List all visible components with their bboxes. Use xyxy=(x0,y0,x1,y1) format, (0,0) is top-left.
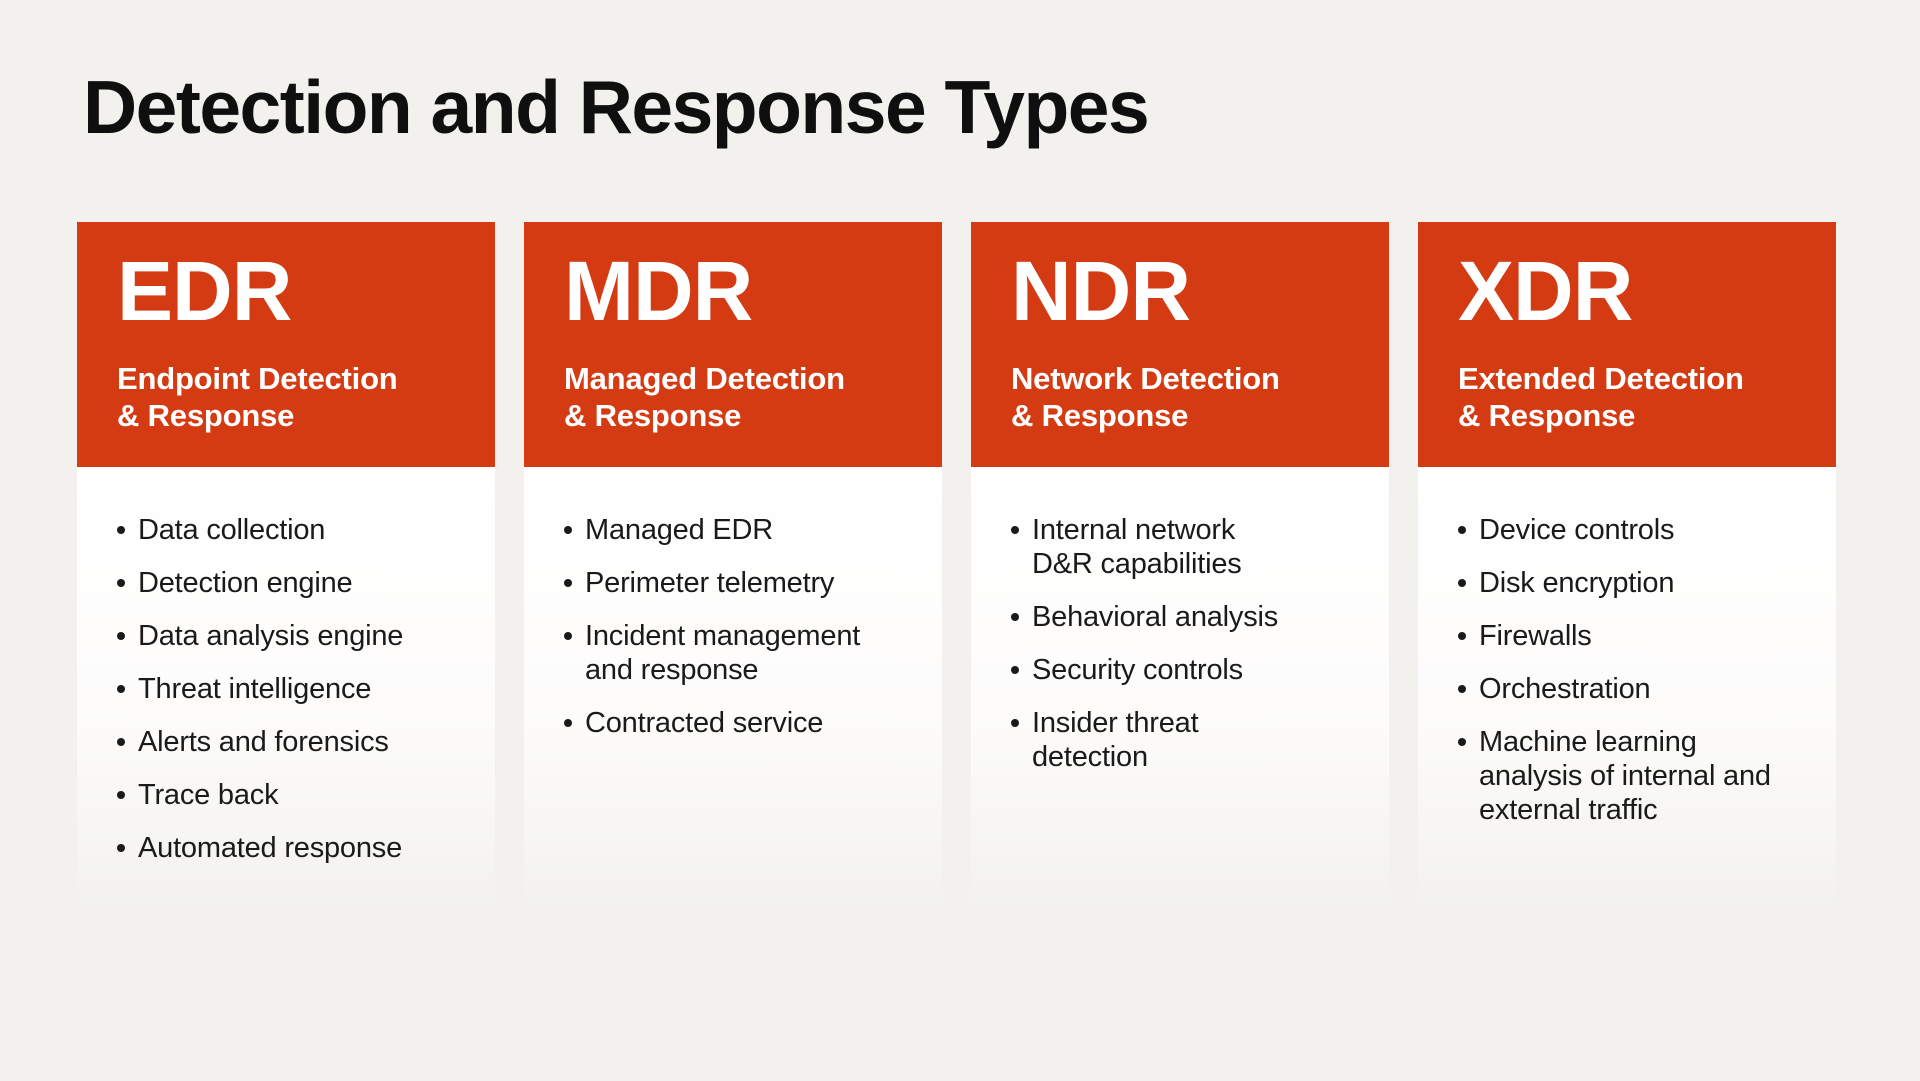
card-xdr-bullet-list: Device controls Disk encryption Firewall… xyxy=(1458,513,1806,827)
list-item: Machine learning analysis of internal an… xyxy=(1458,725,1806,827)
list-item-text: Contracted service xyxy=(585,707,824,739)
card-xdr-body: Device controls Disk encryption Firewall… xyxy=(1418,467,1836,909)
list-item: Perimeter telemetry xyxy=(564,566,912,600)
card-edr-acronym: EDR xyxy=(117,244,292,338)
list-item-text: Automated response xyxy=(138,832,403,864)
page-title: Detection and Response Types xyxy=(83,65,1150,149)
cards-row: EDR Endpoint Detection & Response Data c… xyxy=(77,222,1836,909)
card-edr-header: EDR Endpoint Detection & Response xyxy=(77,222,495,467)
list-item: Orchestration xyxy=(1458,672,1806,706)
bullet-icon xyxy=(1011,526,1019,534)
card-edr-bullet-list: Data collection Detection engine Data an… xyxy=(117,513,465,865)
bullet-icon xyxy=(117,685,125,693)
bullet-icon xyxy=(564,526,572,534)
card-mdr-bullet-list: Managed EDR Perimeter telemetry Incident… xyxy=(564,513,912,740)
bullet-icon xyxy=(117,526,125,534)
list-item-text: Machine learning analysis of internal an… xyxy=(1479,726,1771,826)
bullet-icon xyxy=(1011,613,1019,621)
list-item: Incident management and response xyxy=(564,619,912,687)
bullet-icon xyxy=(1458,526,1466,534)
list-item: Trace back xyxy=(117,778,465,812)
bullet-icon xyxy=(117,844,125,852)
list-item-text: Security controls xyxy=(1032,654,1243,686)
list-item-text: Device controls xyxy=(1479,514,1675,546)
list-item: Automated response xyxy=(117,831,465,865)
card-ndr-body: Internal network D&R capabilities Behavi… xyxy=(971,467,1389,909)
list-item: Device controls xyxy=(1458,513,1806,547)
list-item: Disk encryption xyxy=(1458,566,1806,600)
list-item: Data analysis engine xyxy=(117,619,465,653)
bullet-icon xyxy=(117,738,125,746)
bullet-icon xyxy=(1011,666,1019,674)
card-ndr-acronym: NDR xyxy=(1011,244,1191,338)
bullet-icon xyxy=(117,632,125,640)
list-item: Insider threat detection xyxy=(1011,706,1359,774)
card-mdr-acronym: MDR xyxy=(564,244,753,338)
list-item: Detection engine xyxy=(117,566,465,600)
card-xdr-subtitle: Extended Detection & Response xyxy=(1458,361,1744,433)
list-item-text: Data collection xyxy=(138,514,326,546)
list-item-text: Trace back xyxy=(138,779,279,811)
card-edr-body: Data collection Detection engine Data an… xyxy=(77,467,495,909)
bullet-icon xyxy=(117,579,125,587)
card-ndr-subtitle: Network Detection & Response xyxy=(1011,361,1280,433)
list-item-text: Firewalls xyxy=(1479,620,1592,652)
card-xdr: XDR Extended Detection & Response Device… xyxy=(1418,222,1836,909)
list-item-text: Orchestration xyxy=(1479,673,1651,705)
card-ndr: NDR Network Detection & Response Interna… xyxy=(971,222,1389,909)
card-edr: EDR Endpoint Detection & Response Data c… xyxy=(77,222,495,909)
card-mdr-header: MDR Managed Detection & Response xyxy=(524,222,942,467)
card-mdr: MDR Managed Detection & Response Managed… xyxy=(524,222,942,909)
list-item-text: Threat intelligence xyxy=(138,673,372,705)
list-item: Data collection xyxy=(117,513,465,547)
list-item-text: Perimeter telemetry xyxy=(585,567,835,599)
card-xdr-header: XDR Extended Detection & Response xyxy=(1418,222,1836,467)
card-ndr-bullet-list: Internal network D&R capabilities Behavi… xyxy=(1011,513,1359,774)
bullet-icon xyxy=(117,791,125,799)
list-item-text: Alerts and forensics xyxy=(138,726,389,758)
list-item: Firewalls xyxy=(1458,619,1806,653)
bullet-icon xyxy=(564,719,572,727)
list-item-text: Disk encryption xyxy=(1479,567,1675,599)
list-item: Security controls xyxy=(1011,653,1359,687)
bullet-icon xyxy=(1458,632,1466,640)
list-item-text: Data analysis engine xyxy=(138,620,404,652)
list-item-text: Behavioral analysis xyxy=(1032,601,1279,633)
card-mdr-body: Managed EDR Perimeter telemetry Incident… xyxy=(524,467,942,909)
list-item: Contracted service xyxy=(564,706,912,740)
list-item: Internal network D&R capabilities xyxy=(1011,513,1359,581)
list-item-text: Incident management and response xyxy=(585,620,861,686)
card-mdr-subtitle: Managed Detection & Response xyxy=(564,361,845,433)
card-xdr-acronym: XDR xyxy=(1458,244,1633,338)
bullet-icon xyxy=(1011,719,1019,727)
list-item: Alerts and forensics xyxy=(117,725,465,759)
list-item-text: Managed EDR xyxy=(585,514,774,546)
list-item-text: Internal network D&R capabilities xyxy=(1032,514,1242,580)
list-item-text: Insider threat detection xyxy=(1032,707,1199,773)
list-item-text: Detection engine xyxy=(138,567,353,599)
list-item: Behavioral analysis xyxy=(1011,600,1359,634)
bullet-icon xyxy=(1458,579,1466,587)
list-item: Managed EDR xyxy=(564,513,912,547)
bullet-icon xyxy=(564,579,572,587)
card-ndr-header: NDR Network Detection & Response xyxy=(971,222,1389,467)
bullet-icon xyxy=(1458,685,1466,693)
card-edr-subtitle: Endpoint Detection & Response xyxy=(117,361,398,433)
bullet-icon xyxy=(564,632,572,640)
bullet-icon xyxy=(1458,738,1466,746)
list-item: Threat intelligence xyxy=(117,672,465,706)
